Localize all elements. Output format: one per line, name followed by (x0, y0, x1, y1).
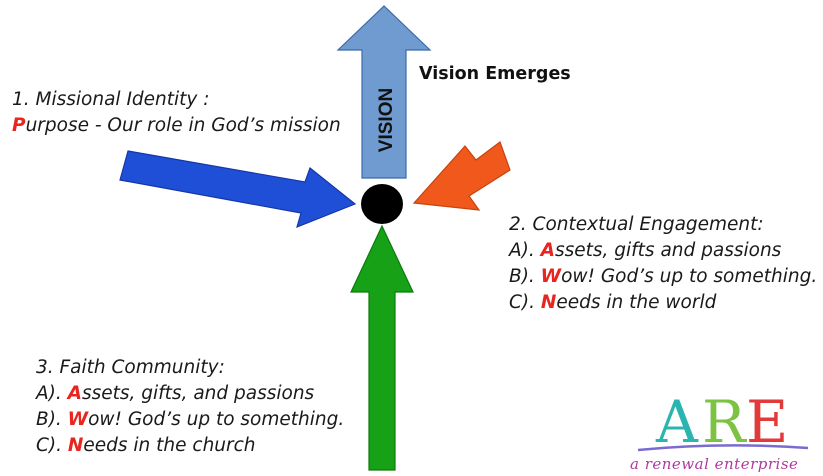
line-text: ssets, gifts and passions (554, 240, 782, 261)
contextual-line-c: C). Needs in the world (509, 291, 817, 317)
highlight-initial: N (67, 435, 84, 456)
vision-emerges-caption: Vision Emerges (419, 64, 571, 84)
contextual-engagement-heading: 2. Contextual Engagement: (509, 214, 764, 235)
line-prefix: A). (36, 383, 68, 404)
missional-identity-arrow (119, 150, 357, 229)
highlight-initial: N (540, 292, 557, 313)
highlight-initial: P (12, 115, 26, 136)
faith-line-b: B). Wow! God’s up to something. (36, 408, 344, 434)
line-text: urpose - Our role in God’s mission (25, 115, 341, 136)
contextual-engagement-block: 2. Contextual Engagement: A). Assets, gi… (509, 213, 817, 317)
line-prefix: C). (36, 435, 68, 456)
missional-identity-line: Purpose - Our role in God’s mission (12, 114, 341, 140)
faith-line-c: C). Needs in the church (36, 434, 344, 460)
missional-identity-heading: 1. Missional Identity : (12, 89, 210, 110)
faith-community-heading: 3. Faith Community: (36, 357, 225, 378)
contextual-line-b: B). Wow! God’s up to something. (509, 265, 817, 291)
line-text: eeds in the church (83, 435, 256, 456)
line-text: ssets, gifts, and passions (81, 383, 315, 404)
center-dot (361, 184, 403, 224)
line-text: eeds in the world (556, 292, 717, 313)
faith-community-arrow (350, 224, 414, 471)
contextual-engagement-arrow (412, 141, 511, 211)
line-prefix: B). (509, 266, 541, 287)
highlight-initial: W (540, 266, 562, 287)
are-tagline: a renewal enterprise (630, 455, 799, 473)
vision-arrow-label: VISION (376, 88, 397, 152)
line-prefix: B). (36, 409, 68, 430)
are-logo: A R E (637, 388, 809, 456)
line-prefix: C). (509, 292, 541, 313)
missional-identity-block: 1. Missional Identity : Purpose - Our ro… (12, 88, 341, 140)
line-prefix: A). (509, 240, 541, 261)
line-text: ow! God’s up to something. (561, 266, 818, 287)
vision-arrow: VISION (336, 5, 432, 179)
highlight-initial: A (540, 240, 555, 261)
highlight-initial: A (67, 383, 82, 404)
highlight-initial: W (67, 409, 89, 430)
logo-underline (637, 444, 809, 452)
faith-line-a: A). Assets, gifts, and passions (36, 382, 344, 408)
line-text: ow! God’s up to something. (88, 409, 345, 430)
contextual-line-a: A). Assets, gifts and passions (509, 239, 817, 265)
logo-letter-a: A (655, 388, 699, 456)
faith-community-block: 3. Faith Community: A). Assets, gifts, a… (36, 356, 344, 460)
